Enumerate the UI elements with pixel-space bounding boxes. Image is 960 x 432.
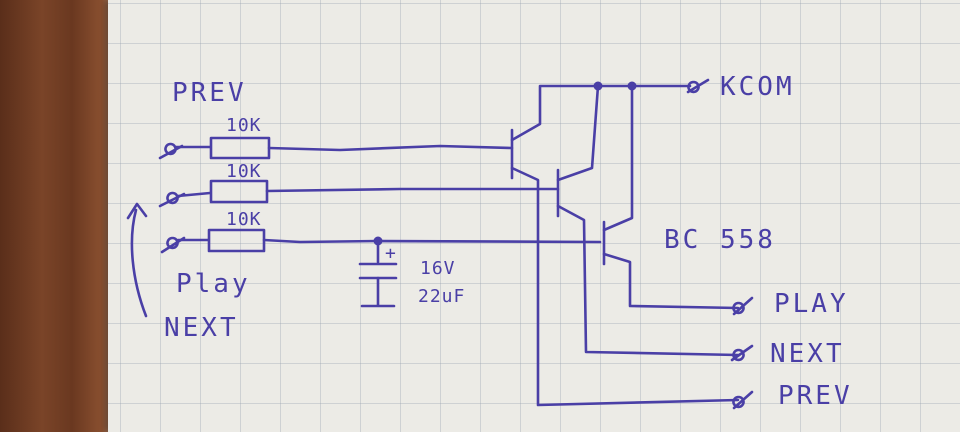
transistor-1-collector xyxy=(510,166,740,407)
resistor-3-value: 10K xyxy=(226,209,262,230)
label-kcom: KCOM xyxy=(720,72,795,102)
capacitor-polarity: + xyxy=(385,243,397,264)
output-terminal-prev xyxy=(732,390,754,410)
junction-dot-kcom-2 xyxy=(627,81,637,91)
next-arrow xyxy=(126,202,148,318)
label-input-next: NEXT xyxy=(164,313,239,343)
capacitor-lead-bottom xyxy=(360,276,396,308)
wire-next-in xyxy=(176,191,212,198)
wooden-table-background xyxy=(0,0,120,432)
transistor-2-collector xyxy=(556,204,740,357)
label-output-prev: PREV xyxy=(778,381,853,411)
wire-base-3 xyxy=(262,238,602,244)
wire-base-1 xyxy=(267,144,514,152)
label-output-play: PLAY xyxy=(774,289,849,319)
label-input-prev: PREV xyxy=(172,78,247,108)
grid-paper xyxy=(108,0,960,432)
capacitor-value: 22uF xyxy=(418,286,465,307)
label-output-next: NEXT xyxy=(770,339,845,369)
transistor-part-label: BC 558 xyxy=(664,225,776,255)
junction-dot-capacitor xyxy=(373,236,383,246)
resistor-2-value: 10K xyxy=(226,161,262,182)
transistor-1-emitter xyxy=(510,84,600,142)
output-terminal-next xyxy=(730,344,754,362)
transistor-3-emitter xyxy=(602,84,634,232)
capacitor-voltage: 16V xyxy=(420,258,456,279)
junction-dot-kcom-1 xyxy=(593,81,603,91)
output-terminal-play xyxy=(732,296,754,316)
resistor-1 xyxy=(209,136,271,160)
resistor-1-value: 10K xyxy=(226,115,262,136)
wire-base-2 xyxy=(265,187,560,193)
transistor-2-emitter xyxy=(556,84,600,182)
output-terminal-kcom xyxy=(686,78,710,94)
resistor-2 xyxy=(209,179,269,204)
transistor-3-collector xyxy=(602,252,740,310)
resistor-3 xyxy=(207,228,266,253)
label-input-play: Play xyxy=(176,269,251,299)
